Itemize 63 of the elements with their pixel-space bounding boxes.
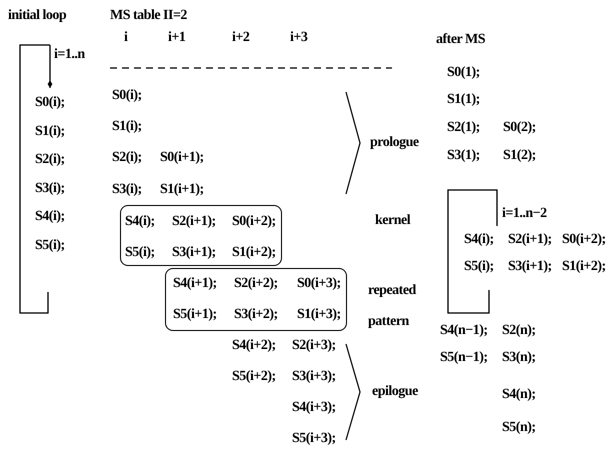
- annotation: epilogue: [372, 384, 418, 400]
- statement: S2(n);: [502, 323, 536, 339]
- statement: S5(i);: [125, 245, 155, 261]
- statement: S1(i);: [112, 119, 142, 136]
- statement: S3(1);: [447, 148, 480, 164]
- statement: S4(i+3);: [292, 400, 336, 416]
- statement: S5(i+2);: [232, 368, 276, 385]
- annotation: repeated pattern: [368, 282, 418, 332]
- rounded-box: [165, 268, 347, 331]
- loop-bound: i=1..n−2: [502, 206, 547, 222]
- annotation: prologue: [370, 134, 419, 151]
- column-header: i+2: [232, 30, 250, 46]
- statement: S3(n);: [502, 350, 536, 366]
- statement: S2(i+2);: [234, 276, 278, 292]
- column-header: i+1: [168, 30, 186, 46]
- statement: S5(i);: [35, 238, 65, 254]
- statement: S3(i+3);: [292, 368, 336, 385]
- statement: S4(i+2);: [232, 338, 276, 354]
- statement: S3(i+1);: [508, 259, 552, 275]
- statement: S2(i);: [112, 150, 142, 166]
- statement: S1(i+1);: [160, 182, 204, 198]
- statement: S2(i+1);: [508, 232, 552, 248]
- statement: S3(i+1);: [172, 245, 216, 261]
- statement: S4(n);: [502, 387, 536, 403]
- loop-bound: i=1..n: [54, 47, 85, 63]
- statement: S1(2);: [503, 148, 536, 164]
- heading: initial loop: [8, 8, 66, 24]
- statement: S5(n);: [502, 420, 536, 436]
- statement: S4(i);: [35, 209, 65, 226]
- statement: S1(i+2);: [232, 245, 276, 261]
- heading: MS table II=2: [110, 8, 187, 24]
- column-header: i+3: [290, 30, 308, 46]
- statement: S2(i);: [35, 152, 65, 168]
- statement: S0(i);: [112, 88, 142, 104]
- statement: S0(1);: [447, 65, 480, 81]
- statement: S1(i+3);: [297, 307, 341, 324]
- statement: S5(i);: [464, 259, 494, 275]
- statement: S0(i+3);: [297, 276, 341, 292]
- statement: S5(i+1);: [173, 307, 217, 324]
- statement: S3(i);: [35, 180, 65, 197]
- statement: S1(i);: [35, 124, 65, 140]
- statement: S0(2);: [503, 120, 536, 136]
- statement: S0(i+2);: [562, 232, 606, 248]
- statement: S2(1);: [447, 120, 480, 136]
- statement: S5(n−1);: [440, 350, 488, 366]
- statement: S0(i+2);: [232, 214, 276, 230]
- column-header: i: [124, 30, 128, 46]
- statement: S0(i);: [35, 95, 65, 111]
- statement: S1(1);: [447, 92, 480, 108]
- heading: after MS: [436, 32, 485, 48]
- statement: S4(i);: [464, 232, 494, 248]
- statement: S3(i);: [112, 182, 142, 198]
- statement: S0(i+1);: [160, 150, 204, 166]
- statement: S4(n−1);: [440, 323, 488, 339]
- statement: S4(i);: [125, 214, 155, 230]
- statement: S3(i+2);: [234, 307, 278, 324]
- statement: S2(i+1);: [172, 214, 216, 230]
- statement: S2(i+3);: [292, 338, 336, 354]
- statement: S1(i+2);: [562, 259, 606, 275]
- annotation: kernel: [375, 212, 410, 229]
- statement: S5(i+3);: [292, 431, 336, 448]
- rounded-box: [120, 205, 282, 266]
- statement: S4(i+1);: [173, 276, 217, 292]
